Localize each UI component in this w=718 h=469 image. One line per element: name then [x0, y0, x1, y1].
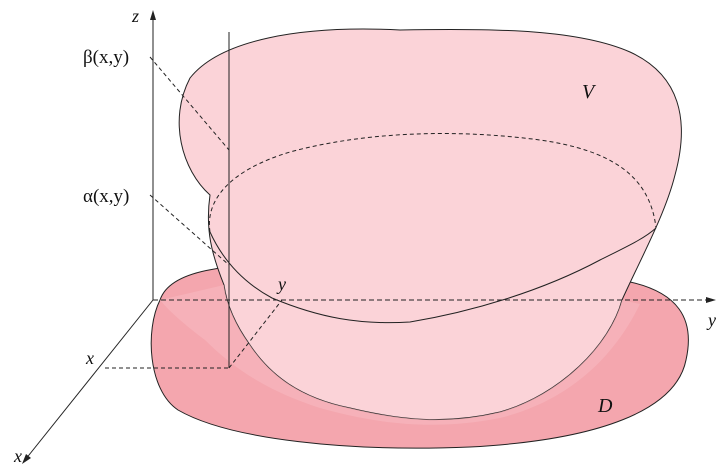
y-point-label: y — [276, 274, 286, 294]
y-arrow-icon — [706, 297, 716, 303]
beta-label: β(x,y) — [83, 47, 129, 68]
z-axis-label: z — [131, 6, 139, 26]
solid-v — [178, 28, 682, 421]
solid-label: V — [582, 81, 597, 103]
beta-guide — [149, 56, 230, 151]
y-guide — [228, 299, 283, 369]
z-arrow-icon — [150, 10, 156, 20]
alpha-label: α(x,y) — [83, 186, 129, 207]
x-point-label: x — [85, 348, 94, 368]
alpha-guide — [149, 194, 230, 266]
lower-surface-front — [209, 227, 657, 324]
overlap-shade — [160, 285, 640, 425]
y-axis-label: y — [706, 310, 716, 330]
region-label: D — [597, 395, 613, 417]
lower-surface-back — [208, 133, 657, 233]
x-axis-label: x — [13, 446, 22, 466]
x-arrow-icon — [22, 454, 31, 464]
x-axis — [24, 299, 154, 461]
